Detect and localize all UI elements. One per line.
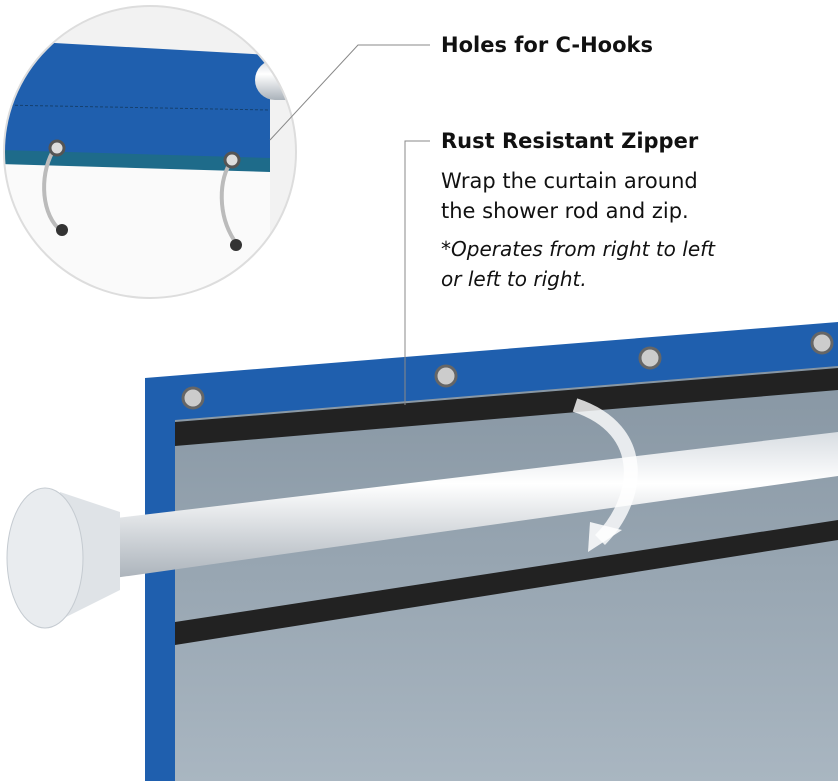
- zipper-description-1: Wrap the curtain around: [441, 169, 698, 193]
- wrap-arrow-icon: [572, 398, 638, 545]
- grommet-icon: [181, 331, 834, 410]
- zipper-note-1: *Operates from right to left: [441, 237, 716, 261]
- zipper-note-2: or left to right.: [441, 267, 587, 291]
- zipper-callout-title: Rust Resistant Zipper: [441, 129, 699, 153]
- holes-callout-title: Holes for C-Hooks: [441, 33, 653, 57]
- hook-detail-inset: [4, 6, 296, 298]
- zipper-description-2: the shower rod and zip.: [441, 199, 689, 223]
- zipper-leader-line: [404, 140, 430, 405]
- shower-rod: [6, 432, 838, 629]
- holes-leader-line: [269, 44, 430, 141]
